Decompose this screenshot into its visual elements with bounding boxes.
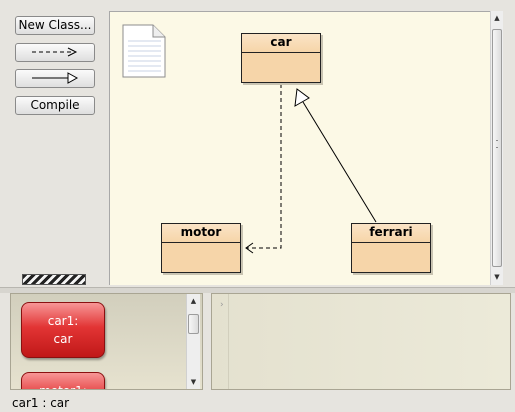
machine-status-indicator	[22, 274, 86, 285]
compile-button[interactable]: Compile	[15, 96, 95, 115]
diagram-scrollbar[interactable]: ▲ ▼	[490, 11, 503, 285]
status-bar: car1 : car	[12, 396, 70, 410]
new-dependency-arrow-button[interactable]	[15, 43, 95, 62]
class-box-motor[interactable]: motor	[161, 223, 241, 273]
object-name: motor1:	[22, 382, 104, 389]
object-name: car1:	[47, 314, 79, 328]
scroll-thumb[interactable]	[188, 314, 199, 334]
dashed-arrow-icon	[32, 47, 78, 57]
scroll-down-icon[interactable]: ▼	[494, 273, 500, 281]
object-bench-scrollbar[interactable]: ▲ ▼	[186, 294, 200, 389]
new-class-button[interactable]: New Class...	[15, 16, 95, 35]
prompt-marker: ›	[220, 300, 224, 310]
class-box-ferrari[interactable]: ferrari	[351, 223, 431, 273]
scroll-thumb[interactable]	[492, 29, 502, 267]
document-icon[interactable]	[121, 23, 167, 79]
class-name: motor	[162, 224, 240, 243]
class-name: car	[242, 34, 320, 53]
dependency-arrowhead	[245, 242, 254, 254]
new-inheritance-arrow-button[interactable]	[15, 69, 95, 88]
object-bench: car1: car motor1: motor	[10, 293, 203, 390]
scroll-up-icon[interactable]: ▲	[494, 14, 500, 22]
scroll-down-icon[interactable]: ▼	[190, 378, 197, 386]
object-type: car	[53, 332, 73, 346]
dependency-arrow	[246, 84, 282, 249]
class-box-car[interactable]: car	[241, 33, 321, 83]
inheritance-arrow	[302, 101, 377, 223]
pane-splitter[interactable]	[0, 287, 515, 293]
object-motor1[interactable]: motor1: motor	[21, 372, 105, 389]
class-name: ferrari	[352, 224, 430, 243]
relations-layer	[245, 84, 377, 254]
code-pad[interactable]: ›	[211, 293, 511, 390]
scroll-up-icon[interactable]: ▲	[190, 297, 197, 305]
inheritance-arrowhead	[294, 88, 310, 107]
class-diagram-canvas[interactable]: car motor ferrari	[109, 11, 490, 285]
object-car1[interactable]: car1: car	[21, 302, 105, 358]
hollow-arrow-icon	[32, 72, 79, 84]
